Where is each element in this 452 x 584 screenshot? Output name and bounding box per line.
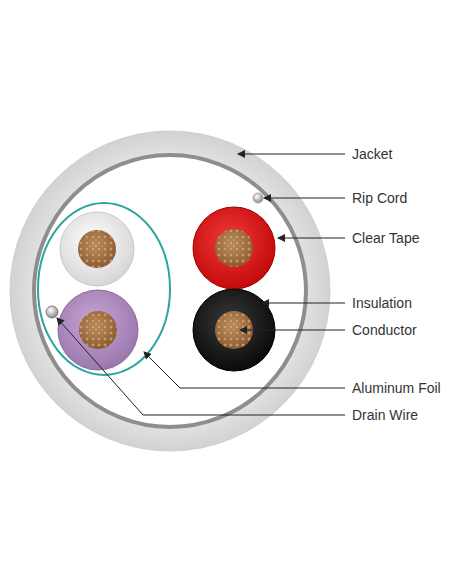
part-label: Drain Wire <box>352 407 418 423</box>
jacket <box>10 131 330 451</box>
drain-wire <box>46 306 58 318</box>
part-label: Rip Cord <box>352 190 407 206</box>
leader-line <box>144 352 345 388</box>
conductor-strands <box>215 229 253 267</box>
part-label: Aluminum Foil <box>352 380 441 396</box>
red-insulation <box>193 207 275 289</box>
leader-line <box>264 198 345 199</box>
rip-cord <box>253 193 263 203</box>
part-label: Jacket <box>352 146 392 162</box>
part-label: Conductor <box>352 322 417 338</box>
leader-line <box>57 318 345 415</box>
leader-line <box>238 154 345 155</box>
leader-line <box>262 303 345 304</box>
purple-insulation <box>58 290 138 370</box>
conductor-strands <box>79 311 117 349</box>
white-insulation <box>60 212 134 286</box>
part-label: Clear Tape <box>352 230 419 246</box>
conductor-core <box>78 230 116 268</box>
conductor-core <box>215 229 253 267</box>
part-label: Insulation <box>352 295 412 311</box>
aluminum-foil <box>38 203 170 375</box>
leader-line <box>240 330 345 331</box>
conductor-core <box>79 311 117 349</box>
conductor-strands <box>78 230 116 268</box>
leader-line <box>278 238 345 239</box>
clear-tape <box>34 155 306 427</box>
